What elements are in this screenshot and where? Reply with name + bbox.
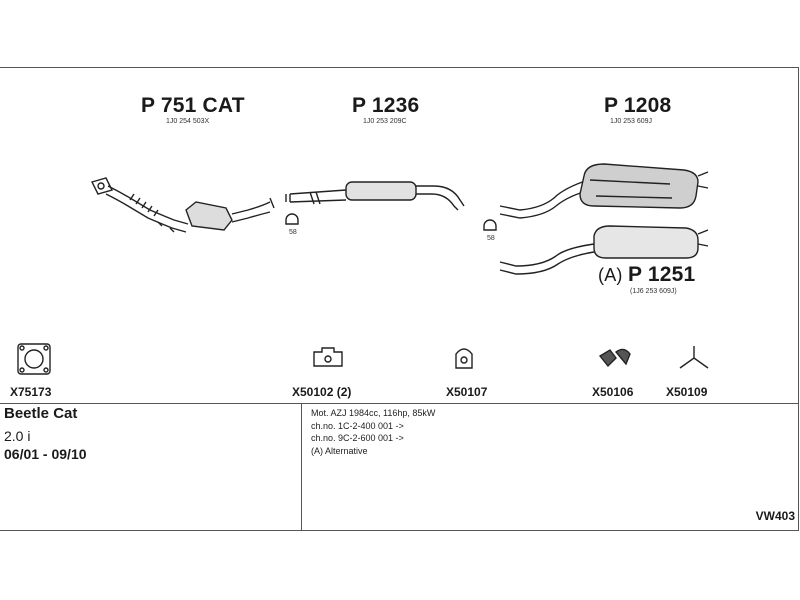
alt-part-ref: (1J6 253 609J) (630, 288, 677, 295)
hanger-tag-a: 58 (289, 229, 297, 236)
rear-silencer-drawing (499, 163, 709, 219)
alt-rear-silencer-drawing (499, 225, 709, 275)
part-ref-rear: 1J0 253 609J (610, 118, 653, 125)
vehicle-engine: 2.0 i (4, 428, 31, 444)
fitting-label-x75173: X75173 (10, 385, 52, 399)
part-title-middle: P 1236 (352, 94, 420, 117)
part-ref-middle: 1J0 253 209C (363, 118, 407, 125)
diagram-code: VW403 (755, 509, 795, 523)
part-title-cat: P 751 CAT (141, 94, 245, 117)
note-engine: Mot. AZJ 1984cc, 116hp, 85kW (311, 408, 436, 418)
rubber-hanger-icon-x50106 (598, 348, 631, 368)
part-ref-cat: 1J0 254 503X (166, 118, 210, 125)
info-divider-vertical (301, 403, 302, 531)
info-divider-horizontal (0, 403, 799, 404)
alt-part-prefix: (A) (598, 265, 623, 285)
vehicle-model: Beetle Cat (4, 405, 78, 422)
gasket-icon-x75173 (17, 343, 51, 375)
alt-part-title: P 1251 (628, 263, 696, 286)
fitting-label-x50107: X50107 (446, 385, 488, 399)
note-alternative: (A) Alternative (311, 445, 368, 456)
rubber-hanger-icon-x50107 (455, 348, 473, 369)
vehicle-years: 06/01 - 09/10 (4, 446, 87, 462)
fitting-label-x50106: X50106 (592, 385, 634, 399)
diagram-frame (0, 67, 799, 531)
middle-silencer-drawing (285, 181, 465, 211)
hanger-tag-b: 58 (487, 235, 495, 242)
notes-block: Mot. AZJ 1984cc, 116hp, 85kW ch.no. 1C-2… (311, 407, 435, 457)
fitting-label-x50109: X50109 (666, 385, 708, 399)
fitting-label-x50102: X50102 (2) (292, 385, 352, 399)
hanger-58-a (285, 213, 299, 225)
bracket-icon-x50109 (679, 346, 709, 369)
note-chassis-2: ch.no. 9C-2-600 001 -> (311, 433, 404, 443)
part-title-rear: P 1208 (604, 94, 672, 117)
note-chassis-1: ch.no. 1C-2-400 001 -> (311, 420, 404, 431)
front-pipe-catalyst-drawing (90, 177, 275, 233)
rubber-hanger-icon-x50102 (313, 347, 343, 367)
hanger-58-b (483, 219, 497, 231)
